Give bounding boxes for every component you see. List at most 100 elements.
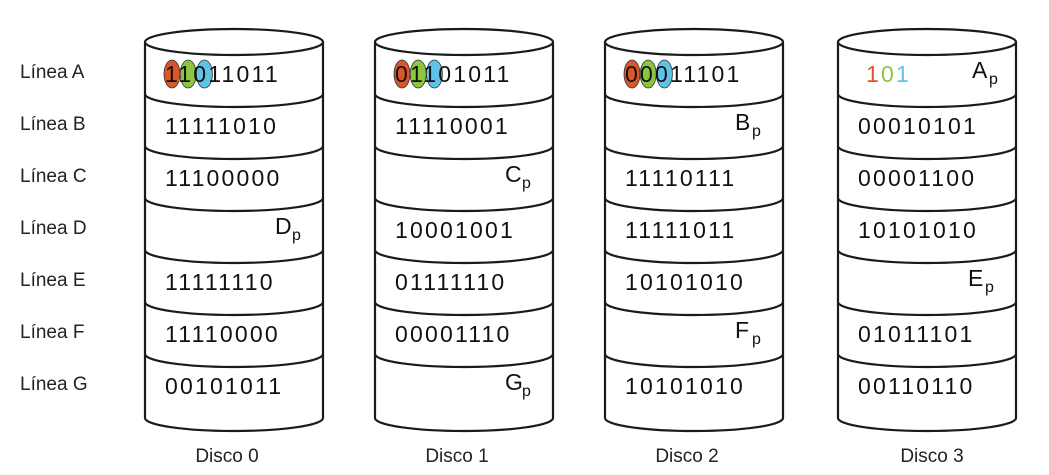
cell-bits: 10001001 <box>395 217 515 243</box>
cell-bits: 11111010 <box>165 113 278 139</box>
cell-bits: 00101011 <box>165 373 283 399</box>
cell-b: 11111010 <box>165 113 278 139</box>
row-label-a: Línea A <box>20 62 85 83</box>
cell-bits: 00110110 <box>858 373 975 399</box>
parity-label: F <box>735 317 749 343</box>
row-label-d: Línea D <box>20 218 87 239</box>
row-label-f: Línea F <box>20 322 85 343</box>
row-label-b: Línea B <box>20 114 86 135</box>
row-separator <box>836 197 1018 213</box>
cell-bits: 11100000 <box>165 165 282 191</box>
cell-bits: 00001110 <box>395 321 512 347</box>
cell-bits: 10101010 <box>625 269 745 295</box>
cell-bits: 01101011 <box>395 61 512 87</box>
row-separator <box>836 93 1018 109</box>
cell-bits: 11111011 <box>625 217 736 243</box>
cell-bits: 00001100 <box>858 165 976 191</box>
row-separator <box>373 93 555 109</box>
row-separator <box>143 197 325 213</box>
parity-subscript: p <box>522 175 531 192</box>
row-separator <box>836 145 1018 161</box>
row-separator <box>603 353 785 369</box>
parity-subscript: p <box>989 71 998 88</box>
cell-bits: 11011011 <box>165 61 280 87</box>
cell-d: 10101010 <box>858 217 978 243</box>
parity-bit: 1 <box>896 61 911 87</box>
cell-bits: 11110111 <box>625 165 736 191</box>
cell-bits: 10101010 <box>625 373 745 399</box>
disk-top <box>836 27 1018 57</box>
cell-g: 00101011 <box>165 373 283 399</box>
row-separator <box>603 93 785 109</box>
row-separator <box>143 353 325 369</box>
parity-subscript: p <box>292 227 301 244</box>
row-separator <box>143 249 325 265</box>
disk-top <box>143 27 325 57</box>
row-separator <box>603 145 785 161</box>
cell-e: 01111110 <box>395 269 504 295</box>
parity-bit: 1 <box>866 61 881 87</box>
parity-subscript: p <box>752 331 761 348</box>
cell-bits: 11110001 <box>395 113 510 139</box>
disk-body <box>836 42 1018 433</box>
cell-c: 11100000 <box>165 165 282 191</box>
row-separator <box>373 353 555 369</box>
cell-d: 10001001 <box>395 217 515 243</box>
bit-highlight <box>195 59 213 89</box>
cell-f: 11110000 <box>165 321 280 347</box>
row-label-c: Línea C <box>20 166 87 187</box>
row-separator <box>836 249 1018 265</box>
cell-c: 00001100 <box>858 165 976 191</box>
cell-f: 00001110 <box>395 321 512 347</box>
row-separator <box>603 301 785 317</box>
parity-bit: 0 <box>881 61 896 87</box>
parity-label: E <box>968 265 983 291</box>
parity-label: C <box>505 161 522 187</box>
cell-g: 10101010 <box>625 373 745 399</box>
cell-f: 01011101 <box>858 321 975 347</box>
cell-g: 00110110 <box>858 373 975 399</box>
cell-b: 11110001 <box>395 113 510 139</box>
row-separator <box>143 301 325 317</box>
disk-top <box>373 27 555 57</box>
disk-label-1: Disco 1 <box>425 446 489 467</box>
cell-bits: 01011101 <box>858 321 975 347</box>
cell-a: 00011101 <box>623 59 739 89</box>
parity-label: D <box>275 213 292 239</box>
cell-bits: 10101010 <box>858 217 978 243</box>
row-separator <box>373 197 555 213</box>
row-separator <box>603 197 785 213</box>
disk-label-2: Disco 2 <box>655 446 719 467</box>
cell-e: 11111110 <box>165 269 275 295</box>
cell-bits: 11110000 <box>165 321 280 347</box>
parity-label: G <box>505 369 523 395</box>
parity-label: A <box>972 57 988 83</box>
parity-subscript: p <box>752 123 761 140</box>
bit-highlight <box>656 59 673 89</box>
cell-a: 11011011 <box>163 59 280 89</box>
row-separator <box>836 301 1018 317</box>
row-separator <box>143 93 325 109</box>
row-separator <box>373 145 555 161</box>
row-separator <box>143 145 325 161</box>
row-separator <box>603 249 785 265</box>
cell-bits: 00010101 <box>858 113 978 139</box>
cell-b: 00010101 <box>858 113 978 139</box>
disk-body <box>603 42 785 433</box>
cell-bits: 11111110 <box>165 269 275 295</box>
disk-label-3: Disco 3 <box>900 446 964 467</box>
bit-highlight <box>425 59 443 89</box>
parity-label: B <box>735 109 750 135</box>
disk-body <box>143 42 325 433</box>
